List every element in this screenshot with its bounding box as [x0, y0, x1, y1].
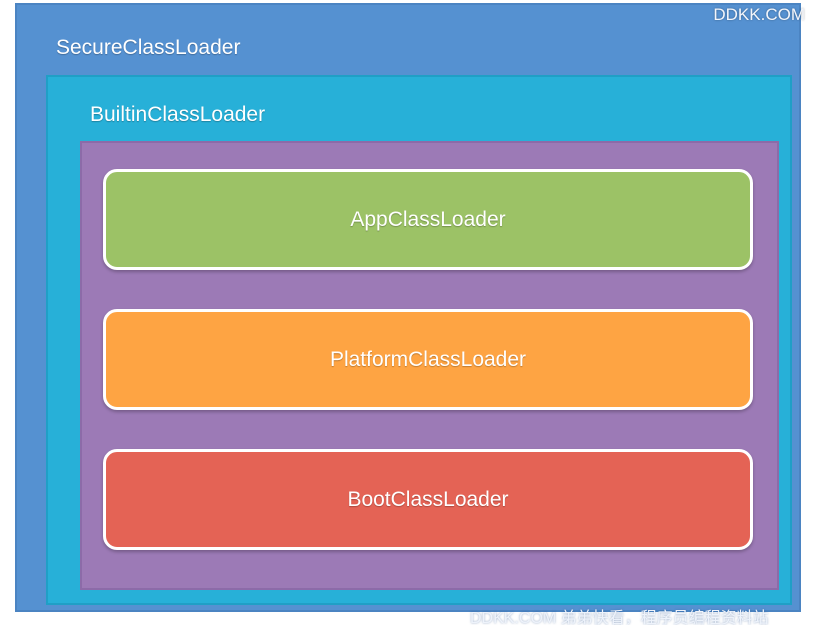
platform-class-loader-label: PlatformClassLoader: [329, 347, 527, 371]
secure-class-loader-label: SecureClassLoader: [56, 36, 241, 59]
boot-class-loader-label: BootClassLoader: [347, 487, 509, 511]
watermark-top: DDKK.COM: [713, 5, 805, 24]
watermark-bottom: DDKK.COM 弟弟快看，程序员编程资料站: [470, 610, 769, 625]
app-class-loader-label: AppClassLoader: [350, 207, 506, 231]
builtin-class-loader-label: BuiltinClassLoader: [90, 103, 266, 126]
platform-class-loader-box: PlatformClassLoader: [103, 309, 753, 410]
app-class-loader-box: AppClassLoader: [103, 169, 753, 270]
boot-class-loader-box: BootClassLoader: [103, 449, 753, 550]
